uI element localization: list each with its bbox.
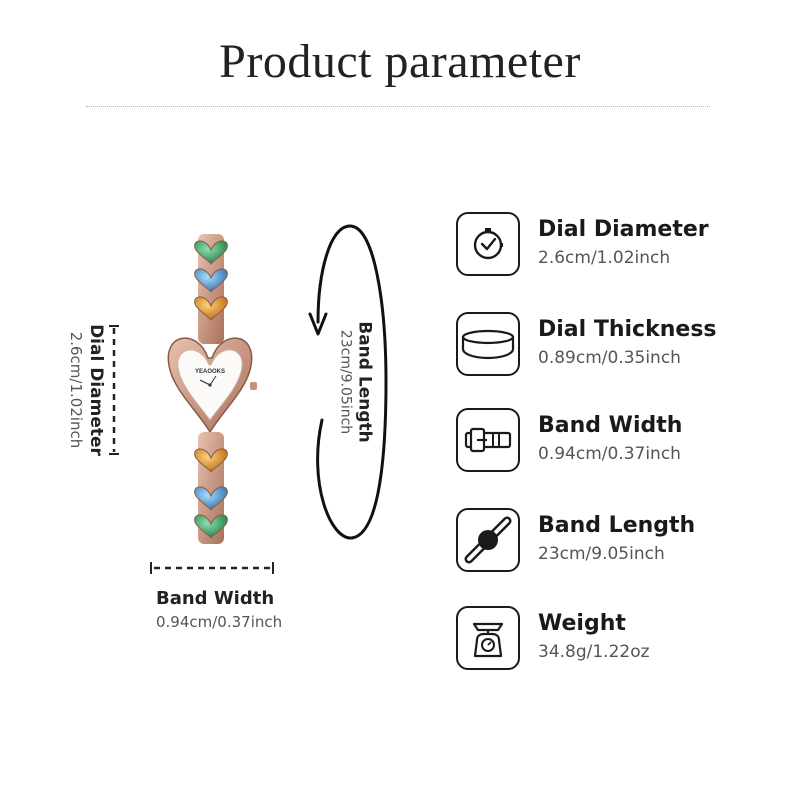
upper-band: [194, 234, 228, 344]
dial-dimension-title: Dial Diameter: [86, 324, 106, 456]
spec-weight: Weight 34.8g/1.22oz: [456, 606, 776, 672]
arrow-head-icon: [308, 312, 328, 336]
lower-band: [194, 432, 228, 544]
spec-value: 0.89cm/0.35inch: [538, 347, 681, 368]
cylinder-icon: [456, 312, 520, 376]
page-title: Product parameter: [219, 35, 581, 88]
clock-icon: [456, 212, 520, 276]
watch-brand: YEAOOKS: [195, 369, 225, 375]
heart-dial: YEAOOKS: [167, 337, 257, 434]
heart-watch-image: YEAOOKS: [167, 234, 257, 544]
spec-value: 0.94cm/0.37inch: [538, 443, 681, 464]
dial-dimension-line: [109, 325, 119, 455]
spec-dial-diameter: Dial Diameter 2.6cm/1.02inch: [456, 212, 776, 278]
spec-band-width: Band Width 0.94cm/0.37inch: [456, 408, 776, 474]
spec-label: Band Length: [538, 513, 696, 538]
title-divider: [86, 106, 710, 107]
spec-label: Weight: [538, 611, 626, 636]
band-length-label: Band Length 23cm/9.05inch: [336, 321, 375, 443]
watch-crown: [250, 382, 257, 390]
spec-value: 23cm/9.05inch: [538, 543, 665, 564]
scale-icon: [456, 606, 520, 670]
band-length-title: Band Length: [354, 321, 375, 443]
spec-value: 2.6cm/1.02inch: [538, 247, 671, 268]
band-length-value: 23cm/9.05inch: [337, 329, 354, 435]
band-width-label: Band Width 0.94cm/0.37inch: [156, 586, 282, 634]
spec-label: Dial Thickness: [538, 317, 717, 342]
strap-icon: [456, 508, 520, 572]
spec-dial-thickness: Dial Thickness 0.89cm/0.35inch: [456, 312, 776, 378]
band-length-arc: [308, 224, 388, 540]
band-width-value: 0.94cm/0.37inch: [156, 613, 283, 632]
spec-label: Band Width: [538, 413, 683, 438]
band-width-title: Band Width: [156, 588, 275, 609]
dial-dimension-label: Dial Diameter 2.6cm/1.02inch: [66, 324, 106, 456]
spec-label: Dial Diameter: [538, 217, 709, 242]
spec-value: 34.8g/1.22oz: [538, 641, 650, 662]
band-width-dimension-line: [150, 562, 274, 574]
dial-dimension-value: 2.6cm/1.02inch: [66, 331, 85, 449]
spec-band-length: Band Length 23cm/9.05inch: [456, 508, 776, 574]
buckle-icon: [456, 408, 520, 472]
